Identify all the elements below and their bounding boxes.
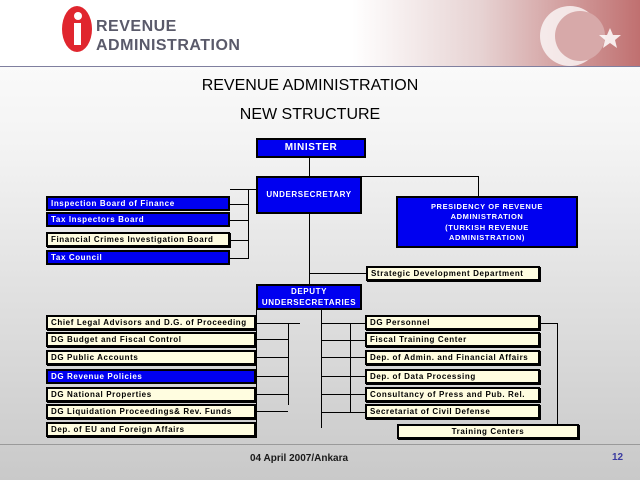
minister-label: MINISTER (284, 142, 338, 153)
training-centers-box: Training Centers (397, 424, 579, 439)
flag-graphic (470, 0, 640, 66)
dg-left-label: DG Liquidation Proceedings& Rev. Funds (51, 406, 232, 416)
minister-box: MINISTER (256, 138, 366, 158)
dg-left-box: Chief Legal Advisors and D.G. of Proceed… (46, 315, 256, 330)
footer-date: 04 April 2007/Ankara (250, 453, 349, 464)
connector-line (321, 412, 365, 413)
page-subtitle: NEW STRUCTURE (239, 106, 381, 123)
presidency-box: PRESIDENCY OF REVENUE ADMINISTRATION (TU… (396, 196, 578, 248)
connector-line (256, 323, 300, 324)
dg-left-label: DG National Properties (51, 389, 152, 399)
dg-right-box: Secretariat of Civil Defense (365, 404, 540, 419)
connector-line (350, 323, 351, 413)
connector-line (256, 376, 288, 377)
undersecretary-box: UNDERSECRETARY (256, 176, 362, 214)
connector-line (230, 189, 257, 190)
page-number: 12 (612, 452, 624, 463)
dg-left-box: DG Public Accounts (46, 350, 256, 365)
connector-line (288, 323, 289, 405)
connector-line (321, 357, 365, 358)
dg-right-box: Fiscal Training Center (365, 332, 540, 347)
left-unit-label: Tax Inspectors Board (51, 214, 145, 224)
connector-line (230, 204, 248, 205)
dg-right-label: Fiscal Training Center (370, 334, 467, 344)
deputy-box: DEPUTY UNDERSECRETARIES (256, 284, 362, 310)
dg-left-box: DG Liquidation Proceedings& Rev. Funds (46, 404, 256, 419)
connector-line (230, 240, 248, 241)
connector-line (478, 176, 479, 196)
connector-line (309, 158, 310, 284)
dg-right-box: Dep. of Admin. and Financial Affairs (365, 350, 540, 365)
presidency-label-line: ADMINISTRATION (450, 212, 524, 221)
dg-right-box: Consultancy of Press and Pub. Rel. (365, 387, 540, 402)
undersecretary-label: UNDERSECRETARY (266, 190, 352, 199)
dg-right-label: DG Personnel (370, 317, 431, 327)
deputy-label-line: UNDERSECRETARIES (261, 297, 357, 307)
left-unit-box: Tax Inspectors Board (46, 212, 230, 227)
presidency-label-line: ADMINISTRATION) (449, 233, 525, 242)
presidency-label-line: (TURKISH REVENUE (445, 222, 529, 232)
left-unit-box: Inspection Board of Finance (46, 196, 230, 211)
deputy-label-line: DEPUTY (290, 286, 328, 296)
connector-line (256, 357, 288, 358)
connector-line (230, 220, 248, 221)
dg-right-label: Dep. of Admin. and Financial Affairs (370, 352, 529, 362)
logo-text-line2: ADMINISTRATION (96, 37, 241, 54)
dg-left-label: DG Revenue Policies (51, 371, 143, 381)
header-banner (0, 0, 640, 66)
connector-line (321, 323, 365, 324)
left-unit-label: Tax Council (51, 252, 103, 262)
presidency-label-line: PRESIDENCY OF REVENUE (430, 201, 544, 211)
dg-right-label: Consultancy of Press and Pub. Rel. (370, 389, 526, 399)
connector-line (321, 310, 322, 428)
header-divider (0, 66, 640, 67)
connector-line (248, 189, 249, 259)
dg-right-label: Secretariat of Civil Defense (370, 406, 491, 416)
dg-right-label: Dep. of Data Processing (370, 371, 476, 381)
connector-line (310, 273, 366, 274)
connector-line (256, 411, 288, 412)
dg-right-box: DG Personnel (365, 315, 540, 330)
connector-line (256, 339, 288, 340)
connector-line (540, 323, 558, 324)
dg-right-box: Dep. of Data Processing (365, 369, 540, 384)
strategy-label: Strategic Development Department (371, 268, 524, 278)
connector-line (321, 394, 365, 395)
connector-line (310, 176, 478, 177)
left-unit-label: Inspection Board of Finance (51, 198, 175, 208)
training-centers-label: Training Centers (451, 426, 525, 436)
connector-line (321, 376, 365, 377)
dg-left-label: Chief Legal Advisors and D.G. of Proceed… (51, 317, 247, 327)
connector-line (230, 258, 248, 259)
dg-left-box: Dep. of EU and Foreign Affairs (46, 422, 256, 437)
dg-left-box: DG Revenue Policies (46, 369, 256, 384)
connector-line (321, 340, 365, 341)
dg-left-box: DG Budget and Fiscal Control (46, 332, 256, 347)
connector-line (557, 323, 558, 424)
footer-divider (0, 444, 640, 445)
page-title: REVENUE ADMINISTRATION (201, 77, 419, 94)
connector-line (256, 310, 257, 425)
logo-icon (60, 4, 94, 54)
left-unit-box: Tax Council (46, 250, 230, 265)
connector-line (256, 394, 288, 395)
strategy-box: Strategic Development Department (366, 266, 540, 281)
dg-left-box: DG National Properties (46, 387, 256, 402)
dg-left-label: DG Budget and Fiscal Control (51, 334, 182, 344)
dg-left-label: Dep. of EU and Foreign Affairs (51, 424, 185, 434)
left-unit-box: Financial Crimes Investigation Board (46, 232, 230, 247)
logo-text-line1: REVENUE (96, 18, 177, 35)
dg-left-label: DG Public Accounts (51, 352, 139, 362)
left-unit-label: Financial Crimes Investigation Board (51, 234, 214, 244)
